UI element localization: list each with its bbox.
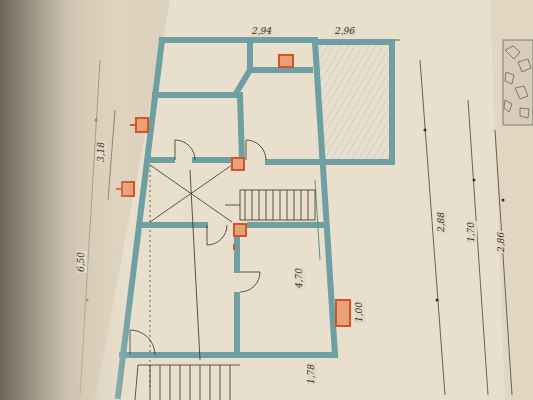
dimension-label: 1,70 — [467, 221, 477, 243]
dimension-label: 3,18 — [97, 141, 107, 163]
dimension-label: 1,78 — [307, 363, 317, 385]
dimension-label: 2,96 — [334, 27, 356, 37]
dimension-label: 6,50 — [77, 251, 87, 273]
dimension-label: 2,86 — [497, 231, 507, 253]
dimension-label: 1,00 — [355, 301, 365, 323]
dimension-label: 2,88 — [437, 211, 447, 233]
dimension-label: 2,94 — [251, 27, 273, 37]
dimension-label: 4,70 — [295, 267, 305, 289]
